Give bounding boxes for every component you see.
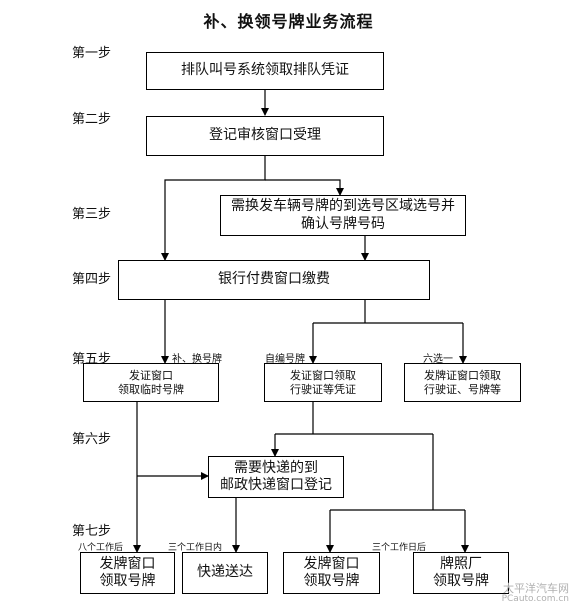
plate-factory-text: 牌照厂 领取号牌 xyxy=(433,555,489,590)
plate-factory-box: 牌照厂 领取号牌 xyxy=(413,552,509,594)
watermark: 太平洋汽车网 PCauto.com.cn xyxy=(501,582,569,605)
step-label-1: 第一步 xyxy=(72,46,112,61)
reissue-label: 补、换号牌 xyxy=(172,354,222,365)
eight-days-label: 八个工作后 xyxy=(78,543,124,553)
temp-plate-text: 发证窗口 领取临时号牌 xyxy=(118,368,184,396)
self-number-box: 发证窗口领取 行驶证等凭证 xyxy=(264,363,382,402)
step-label-7: 第七步 xyxy=(72,524,112,539)
queue-text: 排队叫号系统领取排队凭证 xyxy=(181,62,349,79)
step-label-6: 第六步 xyxy=(72,432,112,447)
three-days-after-label: 三个工作日后 xyxy=(372,543,427,553)
express-registration-text: 需要快递的到 邮政快递窗口登记 xyxy=(220,459,332,494)
register-box: 登记审核窗口受理 xyxy=(146,116,384,156)
pay-text: 银行付费窗口缴费 xyxy=(218,271,330,288)
watermark-line1: 太平洋汽车网 xyxy=(503,582,569,596)
select-plate-box: 需换发车辆号牌的到选号区域选号并 确认号牌号码 xyxy=(220,195,466,236)
watermark-line2: PCauto.com.cn xyxy=(501,594,569,605)
step-label-2: 第二步 xyxy=(72,112,112,127)
arrow-register-select xyxy=(265,179,344,196)
step-label-3: 第三步 xyxy=(72,207,112,222)
arrow-register-split xyxy=(161,156,266,261)
express-registration-box: 需要快递的到 邮政快递窗口登记 xyxy=(208,456,344,498)
temp-plate-box: 发证窗口 领取临时号牌 xyxy=(83,363,219,402)
express-delivery-text: 快递送达 xyxy=(197,564,253,581)
three-days-within-label: 三个工作日内 xyxy=(168,543,223,553)
self-number-label: 自编号牌 xyxy=(265,354,305,365)
self-number-text: 发证窗口领取 行驶证等凭证 xyxy=(290,368,356,396)
express-delivery-box: 快递送达 xyxy=(182,552,268,594)
collect-plate-box-1: 发牌窗口 领取号牌 xyxy=(80,552,175,594)
choose-one-box: 发牌证窗口领取 行驶证、号牌等 xyxy=(404,363,521,402)
choose-one-text: 发牌证窗口领取 行驶证、号牌等 xyxy=(424,368,501,396)
pay-box: 银行付费窗口缴费 xyxy=(118,260,430,300)
step-label-4: 第四步 xyxy=(72,272,112,287)
collect-plate-box-2: 发牌窗口 领取号牌 xyxy=(283,552,380,594)
choose-one-label: 六选一 xyxy=(423,354,453,365)
queue-box: 排队叫号系统领取排队凭证 xyxy=(146,52,384,90)
select-plate-text: 需换发车辆号牌的到选号区域选号并 确认号牌号码 xyxy=(231,198,455,232)
page-title: 补、换领号牌业务流程 xyxy=(203,12,374,31)
collect-plate-text-1: 发牌窗口 领取号牌 xyxy=(99,555,156,590)
register-text: 登记审核窗口受理 xyxy=(209,127,321,144)
collect-plate-text-2: 发牌窗口 领取号牌 xyxy=(303,555,360,590)
